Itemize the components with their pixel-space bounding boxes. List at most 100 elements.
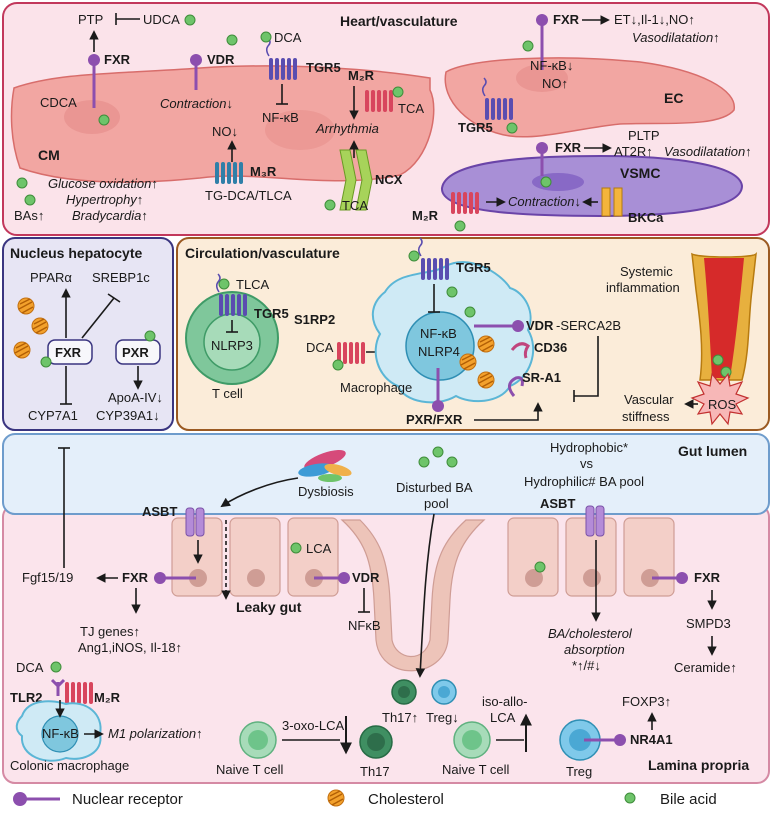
vsmc-cell xyxy=(440,154,744,218)
fxr-label: FXR xyxy=(104,52,131,67)
srebp-label: SREBP1c xyxy=(92,270,150,285)
foxp3-label: FOXP3↑ xyxy=(622,694,671,709)
dysbiosis-arrow xyxy=(220,477,299,508)
epithelial-cell xyxy=(229,517,281,597)
disturbed-label-2: pool xyxy=(424,496,449,511)
intestinal-crypt xyxy=(340,519,486,672)
colonic-macrophage-label: Colonic macrophage xyxy=(10,758,129,773)
bacteria-icon xyxy=(324,463,352,477)
circ-vdr-label: VDR xyxy=(526,318,554,333)
contraction-label: Contraction↓ xyxy=(160,96,233,111)
macrophage-label: Macrophage xyxy=(340,380,412,395)
treg-label: Treg xyxy=(566,764,592,779)
ba-absorption-label-3: *↑/#↓ xyxy=(572,658,601,673)
pltp-label: PLTP xyxy=(628,128,660,143)
ec-no-label: NO↑ xyxy=(542,76,568,91)
pxrfxr-head xyxy=(432,400,444,412)
lamina-dca-label: DCA xyxy=(16,660,44,675)
udca-label: UDCA xyxy=(143,12,180,27)
iso-label-2: LCA xyxy=(490,710,516,725)
nr4a1-head xyxy=(614,734,626,746)
cardiomyocyte-nucleus xyxy=(64,100,120,134)
th17-cell-nucleus xyxy=(367,733,385,751)
vsmc-nucleus xyxy=(532,173,584,191)
m3r-label: M₃R xyxy=(250,164,277,179)
bile-acid-dot xyxy=(464,306,476,318)
glucose-label: Glucose oxidation↑ xyxy=(48,176,158,191)
circulation-title: Circulation/vasculature xyxy=(185,245,340,261)
lamina-fxr2-label: FXR xyxy=(694,570,721,585)
vdr-head xyxy=(512,320,524,332)
lamina-vdr-label: VDR xyxy=(352,570,380,585)
tlca-label: TLCA xyxy=(236,277,270,292)
asbt-transporter-icon xyxy=(585,505,595,537)
nlrp3-label: NLRP3 xyxy=(211,338,253,353)
ba-absorption-label-1: BA/cholesterol xyxy=(548,626,633,641)
legend-nuclear-receptor-label: Nuclear receptor xyxy=(72,791,183,808)
asbt-label-2: ASBT xyxy=(540,496,575,511)
tlr2-receptor-icon xyxy=(50,678,66,696)
iso-label-1: iso-allo- xyxy=(482,694,528,709)
gut-lumen-title: Gut lumen xyxy=(678,443,747,459)
ncx-label: NCX xyxy=(375,172,403,187)
nucleus-panel xyxy=(2,237,174,431)
bile-acid-dot xyxy=(446,286,458,298)
naive-t-cell-1-nucleus xyxy=(248,730,268,750)
lamina-title: Lamina propria xyxy=(648,757,749,773)
fxr-receptor-head xyxy=(88,54,100,66)
bile-acid-dot xyxy=(522,40,534,52)
ec-tgr5-label: TGR5 xyxy=(458,120,493,135)
hypertrophy-label: Hypertrophy↑ xyxy=(66,192,143,207)
bile-acid-dot xyxy=(98,114,110,126)
vasodilatation-label-1: Vasodilatation↑ xyxy=(632,30,720,45)
vs-label: vs xyxy=(580,456,594,471)
tj-label-2: Ang1,iNOS, Il-18↑ xyxy=(78,640,182,655)
vsmc-fxr-head xyxy=(536,142,548,154)
cardiomyocyte-nucleus-2 xyxy=(265,110,335,150)
ros-label: ROS xyxy=(708,397,737,412)
vdr-lamina-head xyxy=(338,572,350,584)
bkca-label: BKCa xyxy=(628,210,664,225)
bile-acid-dot xyxy=(332,359,344,371)
pxr-box xyxy=(115,339,161,365)
lca-label: LCA xyxy=(306,541,332,556)
ec-nfkb-label: NF-κB↓ xyxy=(530,58,573,73)
blood-vessel-lumen xyxy=(704,258,744,378)
epithelial-nucleus xyxy=(583,569,601,587)
ba-absorption-label-2: absorption xyxy=(564,642,625,657)
legend-bile-acid-label: Bile acid xyxy=(660,791,717,808)
bile-acid-dot xyxy=(218,278,230,290)
disturbed-label-1: Disturbed BA xyxy=(396,480,473,495)
cholesterol-icon xyxy=(17,297,35,315)
bile-acid-dot xyxy=(540,176,552,188)
tlr2-label: TLR2 xyxy=(10,690,43,705)
th17-up-label: Th17↑ xyxy=(382,710,418,725)
ncx-channel-icon xyxy=(339,149,373,211)
ec-fxr-label: FXR xyxy=(553,12,580,27)
epithelial-nucleus xyxy=(247,569,265,587)
cholesterol-icon xyxy=(477,335,495,353)
dca-label: DCA xyxy=(274,30,302,45)
naive-label-2: Naive T cell xyxy=(442,762,510,777)
lamina-fxr2-head xyxy=(676,572,688,584)
legend-cholesterol-icon xyxy=(327,789,345,807)
asbt-transporter-icon xyxy=(195,507,205,537)
vsmc-m2r-label: M₂R xyxy=(412,208,439,223)
cholesterol-icon xyxy=(477,371,495,389)
nfkb-label: NF-κB xyxy=(262,110,299,125)
th17-cell-small-nucleus xyxy=(398,686,410,698)
m2r-label: M₂R xyxy=(348,68,375,83)
macrophage-tgr5-label: TGR5 xyxy=(456,260,491,275)
bile-acid-dot xyxy=(392,86,404,98)
bile-acid-dot xyxy=(260,31,272,43)
sra1-label: SR-A1 xyxy=(522,370,561,385)
vsmc-fxr-label: FXR xyxy=(555,140,582,155)
nlrp4-label: NLRP4 xyxy=(418,344,460,359)
tca2-label: TCA xyxy=(342,198,368,213)
epithelial-nucleus xyxy=(641,569,659,587)
nucleus-pxr-label: PXR xyxy=(122,345,149,360)
epithelial-nucleus xyxy=(525,569,543,587)
ec-effect-label: ET↓,Il-1↓,NO↑ xyxy=(614,12,695,27)
bile-acid-dot xyxy=(184,14,196,26)
